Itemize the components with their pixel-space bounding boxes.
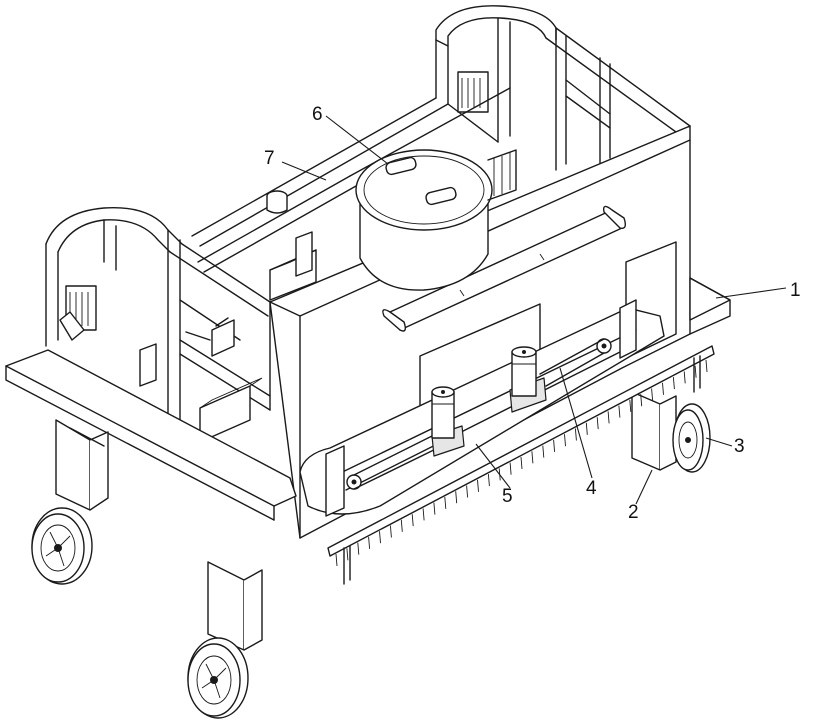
leader-5 — [475, 443, 511, 489]
callout-labels: 1 2 3 4 5 6 7 — [264, 104, 801, 523]
callout-7: 7 — [264, 148, 275, 169]
legs — [55, 391, 677, 651]
rear-arch-frame — [435, 5, 691, 171]
leader-6 — [325, 115, 389, 165]
wheel-front-left — [31, 507, 93, 585]
callout-3: 3 — [734, 436, 745, 457]
internal-components — [139, 231, 317, 443]
leader-1 — [715, 287, 787, 299]
tank-drum — [355, 149, 517, 291]
callout-5: 5 — [502, 486, 513, 507]
left-platform — [5, 349, 297, 521]
motor-right — [509, 346, 547, 413]
right-platform — [689, 277, 731, 335]
belt-conveyor — [299, 307, 665, 515]
callout-4: 4 — [586, 478, 597, 499]
wheel-front-right — [187, 637, 249, 719]
leader-4 — [559, 367, 593, 479]
motors — [431, 346, 547, 457]
callout-1: 1 — [790, 280, 801, 301]
callout-6: 6 — [312, 104, 323, 125]
motor-left — [431, 386, 465, 457]
wheel-rear-right — [672, 403, 711, 473]
leader-7 — [281, 161, 327, 181]
callout-2: 2 — [628, 502, 639, 523]
leader-lines — [281, 115, 787, 505]
leader-3 — [705, 437, 733, 447]
top-cap — [266, 190, 288, 214]
wheels — [31, 403, 711, 719]
front-arch-frame — [45, 206, 271, 449]
upper-handle — [382, 205, 627, 332]
conveyor-supports — [325, 299, 637, 517]
leader-2 — [635, 469, 653, 505]
